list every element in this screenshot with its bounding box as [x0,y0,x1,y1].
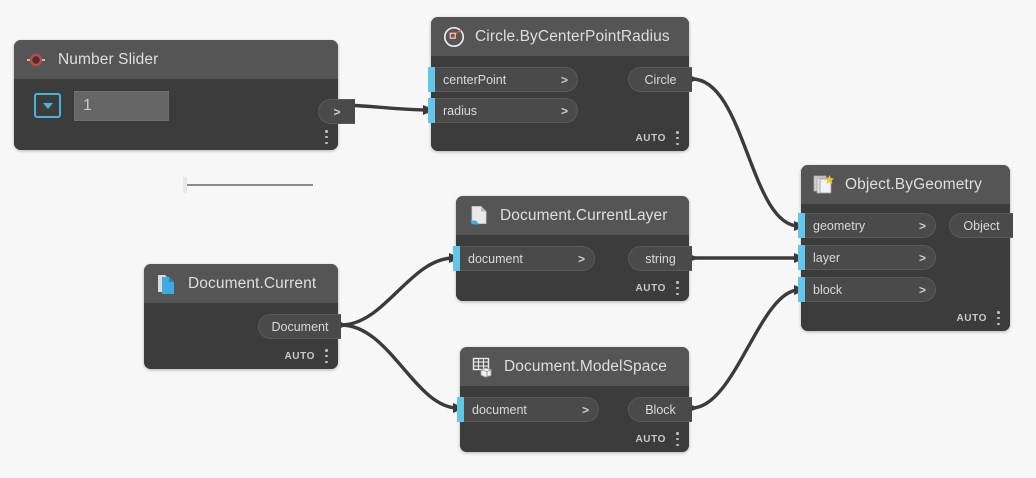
node-document-modelspace[interactable]: Document.ModelSpace document > Block AUT… [457,347,692,452]
node-body: geometry > layer > block > Object [798,204,1013,331]
node-title: Object.ByGeometry [845,175,982,193]
input-port-document[interactable]: document > [453,246,595,271]
output-port-value[interactable]: > [318,99,355,124]
node-document-currentlayer[interactable]: Document.CurrentLayer document > string … [453,196,692,301]
wire-doc-to-modelspace [339,323,460,410]
auto-badge: AUTO [635,282,666,294]
auto-badge: AUTO [284,350,315,362]
output-label: Object [963,218,1000,233]
output-port-circle[interactable]: Circle [628,67,692,92]
port-connector [798,277,805,302]
node-header[interactable]: Document.Current [144,264,338,303]
chevron-right-icon: > [581,402,589,417]
wire-circle-to-geometry [690,77,801,228]
node-footer [325,130,328,144]
node-body: Document AUTO [144,303,341,369]
output-port-block[interactable]: Block [628,397,692,422]
chevron-right-icon: > [333,104,341,119]
node-menu-icon[interactable] [325,349,328,363]
node-header[interactable]: Number Slider [14,40,338,79]
port-connector [457,397,464,422]
input-port-document[interactable]: document > [457,397,599,422]
input-port-layer[interactable]: layer > [798,245,936,270]
port-connector [428,67,435,92]
input-label: block [813,282,843,297]
output-port-object[interactable]: Object [949,213,1013,238]
node-footer: AUTO [284,349,328,363]
output-port-document[interactable]: Document [258,314,341,339]
circle-radius-icon [443,26,465,47]
chevron-right-icon: > [918,250,926,265]
output-label: Circle [644,72,677,87]
auto-badge: AUTO [956,312,987,324]
node-body: document > Block AUTO [457,386,692,452]
wire-block-to-block [690,288,801,410]
node-header[interactable]: Circle.ByCenterPointRadius [431,17,689,56]
node-menu-icon[interactable] [676,432,679,446]
port-connector [798,213,805,238]
node-title: Document.ModelSpace [504,357,668,375]
node-title: Number Slider [58,50,159,68]
node-number-slider[interactable]: Number Slider 1 > [14,40,355,193]
node-title: Circle.ByCenterPointRadius [475,27,670,45]
node-body: centerPoint > radius > Circle AUTO [428,56,692,151]
input-port-centerpoint[interactable]: centerPoint > [428,67,578,92]
document-layer-icon [470,205,487,224]
document-icon [158,274,174,294]
node-menu-icon[interactable] [676,131,679,145]
node-document-current[interactable]: Document.Current Document AUTO [144,264,341,369]
node-title: Document.Current [188,274,317,292]
node-title: Document.CurrentLayer [500,206,668,224]
node-body: 1 > [14,79,355,193]
slider-value-input[interactable]: 1 [74,91,169,121]
node-header[interactable]: Object.ByGeometry [801,165,1010,204]
chevron-right-icon: > [560,103,568,118]
output-label: Document [271,319,329,334]
port-connector [453,246,460,271]
node-menu-icon[interactable] [997,311,1000,325]
slider-icon [27,53,45,66]
node-body: document > string AUTO [453,235,692,301]
input-label: geometry [813,218,866,233]
port-connector [428,98,435,123]
node-menu-icon[interactable] [325,130,328,144]
chevron-right-icon: > [560,72,568,87]
input-label: radius [443,103,478,118]
port-connector [798,245,805,270]
auto-badge: AUTO [635,433,666,445]
input-port-radius[interactable]: radius > [428,98,578,123]
output-label: Block [645,402,676,417]
node-header[interactable]: Document.CurrentLayer [456,196,689,235]
node-menu-icon[interactable] [676,281,679,295]
input-port-geometry[interactable]: geometry > [798,213,936,238]
object-geometry-icon [813,174,834,193]
output-label: string [645,251,676,266]
chevron-right-icon: > [577,251,585,266]
node-object-bygeometry[interactable]: Object.ByGeometry geometry > layer > [798,165,1013,331]
input-label: centerPoint [443,72,507,87]
chevron-down-icon [42,102,53,109]
wire-doc-to-currentlayer [339,256,456,327]
node-footer: AUTO [635,131,679,145]
input-label: layer [813,250,841,265]
slider-dropdown-button[interactable] [34,93,61,118]
chevron-right-icon: > [918,218,926,233]
output-port-string[interactable]: string [628,246,692,271]
input-label: document [468,251,523,266]
slider-knob[interactable] [183,177,187,193]
input-label: document [472,402,527,417]
modelspace-icon [472,357,492,377]
input-port-block[interactable]: block > [798,277,936,302]
node-header[interactable]: Document.ModelSpace [460,347,689,386]
node-footer: AUTO [635,432,679,446]
slider-track[interactable] [186,184,313,186]
node-circle-bycenterpointradius[interactable]: Circle.ByCenterPointRadius centerPoint >… [428,17,692,151]
node-footer: AUTO [635,281,679,295]
auto-badge: AUTO [635,132,666,144]
node-footer: AUTO [956,311,1000,325]
chevron-right-icon: > [918,282,926,297]
